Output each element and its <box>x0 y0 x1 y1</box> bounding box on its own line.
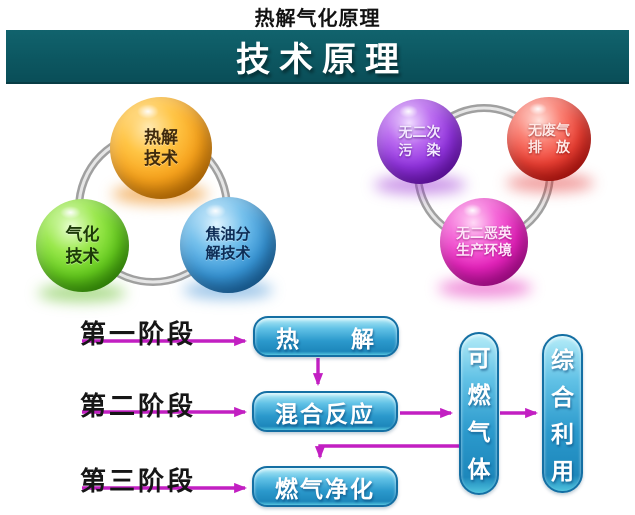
ball-gasification-tech: 气化 技术 <box>36 199 129 292</box>
ball-no-secondary-pollution: 无二次 污 染 <box>377 99 462 184</box>
ball-label: 无二恶英 <box>456 224 512 241</box>
ball-label: 焦油分 <box>205 226 251 244</box>
output-box-comprehensive-utilization: 综合利用 <box>542 334 583 493</box>
ball-pyrolysis-tech: 热解 技术 <box>110 97 212 199</box>
process-box-gas-purification: 燃气净化 <box>252 466 398 507</box>
page-title: 热解气化原理 <box>254 8 381 30</box>
ball-label: 技术 <box>144 149 178 168</box>
ball-label: 无废气 <box>528 121 570 138</box>
ball-label: 热解 <box>144 127 178 147</box>
ball-label: 无二次 <box>398 124 441 140</box>
ball-label: 污 染 <box>398 141 441 158</box>
stage-label-1: 第一阶段 <box>80 319 197 349</box>
ball-label: 生产环境 <box>456 242 512 258</box>
banner-title: 技术原理 <box>236 40 408 79</box>
ball-tar-decomposition-tech: 焦油分 解技术 <box>180 197 276 293</box>
ball-glow-green <box>38 284 126 302</box>
ball-no-dioxin-environment: 无二恶英 生产环境 <box>440 198 528 286</box>
stage-label-2: 第二阶段 <box>80 391 197 421</box>
arrow-gas-to-purification <box>314 444 459 460</box>
ball-no-waste-gas-emission: 无废气 排 放 <box>507 97 591 181</box>
process-box-pyrolysis: 热 解 <box>253 316 399 357</box>
stage-label-3: 第三阶段 <box>80 466 197 496</box>
ball-label: 技术 <box>65 246 100 266</box>
ball-glow-magenta <box>438 279 532 297</box>
output-box-combustible-gas: 可燃气体 <box>459 332 499 495</box>
banner: 技术原理 <box>6 30 629 84</box>
ball-label: 气化 <box>65 225 100 245</box>
ball-label: 解技术 <box>205 245 251 262</box>
process-box-mixing-reaction: 混合反应 <box>252 391 398 432</box>
ball-label: 排 放 <box>528 139 570 155</box>
